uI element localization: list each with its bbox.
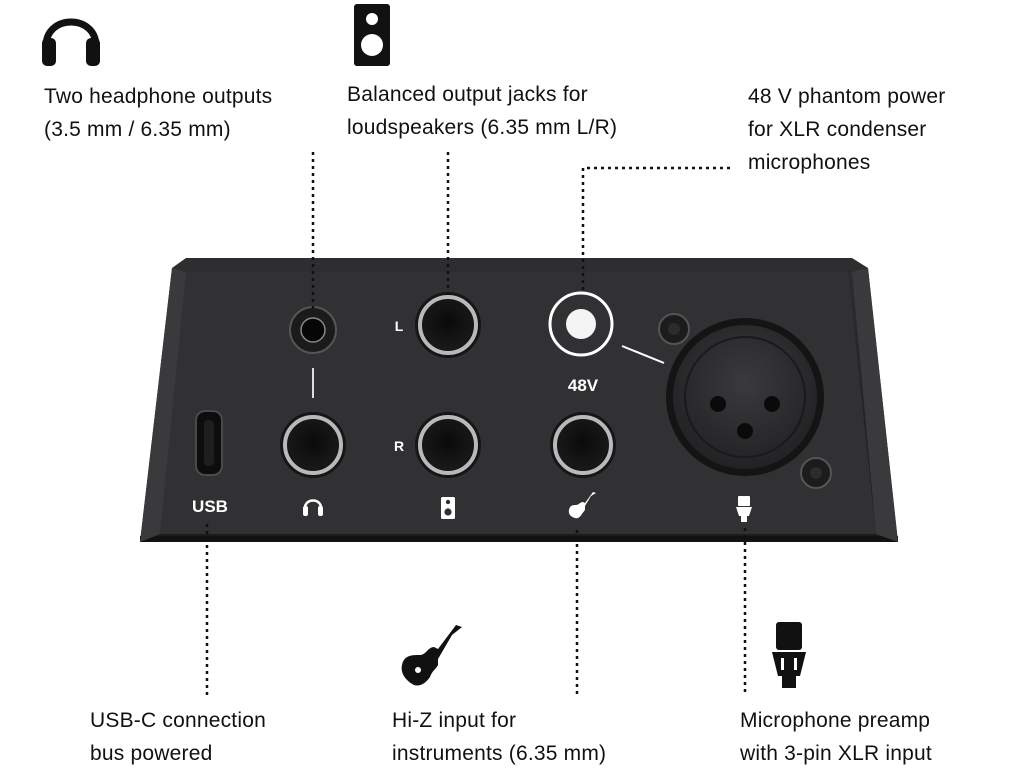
- xlr-mic-input: [666, 318, 824, 476]
- headphone-outputs-label: Two headphone outputs (3.5 mm / 6.35 mm): [44, 80, 272, 146]
- headphone-jack-small: [289, 306, 337, 354]
- xlr-screw-bottom: [800, 457, 832, 489]
- mic-preamp-label: Microphone preamp with 3-pin XLR input: [740, 704, 932, 770]
- guitar-icon: [568, 492, 596, 519]
- speaker-output-right-jack: [415, 412, 481, 478]
- right-channel-label: R: [394, 438, 404, 454]
- microphone-icon: [772, 622, 806, 688]
- speaker-output-left-jack: [415, 292, 481, 358]
- callout-leader-lines: [205, 152, 747, 696]
- headphone-jack-large: [280, 412, 346, 478]
- usb-port-label: USB: [192, 497, 228, 516]
- headphones-icon: [303, 499, 323, 516]
- left-channel-label: L: [395, 318, 404, 334]
- phantom-xlr-link-line: [621, 345, 665, 364]
- microphone-icon: [736, 496, 752, 522]
- instrument-input-jack: [550, 412, 616, 478]
- headphone-label-line2: (3.5 mm / 6.35 mm): [44, 118, 231, 141]
- guitar-icon: [401, 625, 462, 686]
- mic-label-line2: with 3-pin XLR input: [740, 742, 932, 765]
- speaker-icon: [354, 4, 390, 66]
- headphones-icon: [42, 18, 100, 66]
- phantom-power-button[interactable]: [548, 291, 614, 357]
- phantom-leader-line: [581, 166, 733, 290]
- usb-c-port: [195, 410, 223, 476]
- speaker-icon: [441, 497, 455, 519]
- speaker-label-line2: loudspeakers (6.35 mm L/R): [347, 116, 618, 139]
- phantom-power-label: 48 V phantom power for XLR condenser mic…: [748, 80, 945, 179]
- usb-connection-label: USB-C connection bus powered: [90, 704, 266, 770]
- phantom-label-line1: 48 V phantom power: [748, 85, 946, 108]
- hiz-input-label: Hi-Z input for instruments (6.35 mm): [392, 704, 606, 770]
- phantom-label-line2: for XLR condenser: [748, 118, 927, 141]
- usb-label-line1: USB-C connection: [90, 709, 266, 732]
- phantom-power-indicator-label: 48V: [568, 376, 599, 395]
- hiz-label-line2: instruments (6.35 mm): [392, 742, 607, 765]
- usb-label-line2: bus powered: [90, 742, 213, 765]
- headphone-label-line1: Two headphone outputs: [44, 85, 273, 108]
- phantom-label-line3: microphones: [748, 151, 871, 174]
- mic-label-line1: Microphone preamp: [740, 709, 931, 732]
- speaker-label-line1: Balanced output jacks for: [347, 83, 588, 106]
- xlr-screw-top: [658, 313, 690, 345]
- speaker-outputs-label: Balanced output jacks for loudspeakers (…: [347, 78, 617, 144]
- hiz-label-line1: Hi-Z input for: [392, 709, 517, 732]
